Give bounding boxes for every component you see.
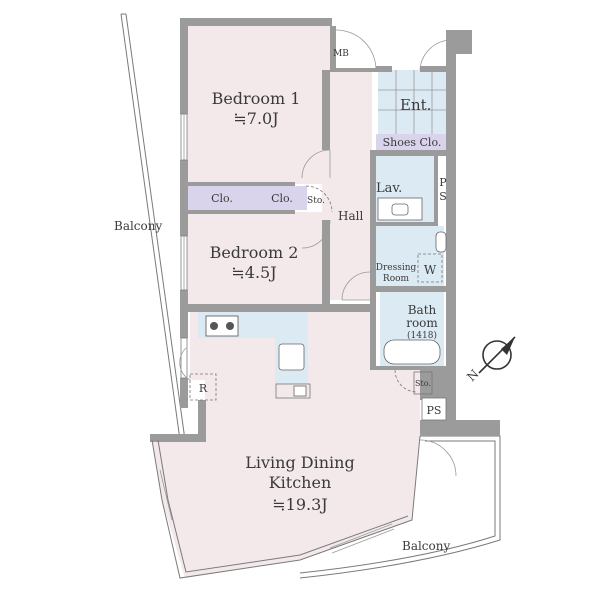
storage-1-label: Sto. <box>307 196 325 206</box>
entrance-floor <box>378 70 446 134</box>
closet-band <box>187 186 307 210</box>
dressing-room-line2: Room <box>383 274 410 284</box>
basin-icon <box>391 203 409 216</box>
bedroom-1-name: Bedroom 1 <box>212 89 301 108</box>
ps-top-label: P <box>439 176 447 189</box>
compass-icon <box>478 336 516 374</box>
stove-icon <box>205 315 239 337</box>
balcony-bottom-label: Balcony <box>402 539 450 553</box>
storage-2-label: Sto. <box>415 379 431 388</box>
meter-box-label: MB <box>333 49 349 59</box>
balcony-bottom-area <box>299 435 501 579</box>
windows-bottom <box>159 469 395 554</box>
lavatory-label: Lav. <box>376 181 402 196</box>
washer-label: W <box>424 263 437 277</box>
ldk-area: ≒19.3J <box>272 495 327 514</box>
ps-top-label-2: S <box>439 190 447 203</box>
lavatory-sink-icon <box>377 197 423 221</box>
hall-floor <box>322 70 372 300</box>
bathroom-line2: room <box>406 316 438 330</box>
bedroom-2-name: Bedroom 2 <box>210 243 299 262</box>
bedroom-2-area: ≒4.5J <box>231 263 276 282</box>
shoes-closet-label: Shoes Clo. <box>383 136 442 149</box>
bathroom-size: (1418) <box>407 330 437 341</box>
bathtub-icon <box>383 339 441 365</box>
balcony-left-area <box>120 13 186 441</box>
shoes-closet-fill <box>376 134 448 150</box>
ldk-floor <box>152 312 420 578</box>
bedroom-1-area: ≒7.0J <box>233 109 278 128</box>
ldk-name-line1: Living Dining <box>245 453 354 472</box>
entrance-tiles <box>378 70 446 134</box>
dishwasher-icon <box>293 385 307 397</box>
bedroom-2-floor <box>187 212 322 306</box>
toilet-icon <box>435 231 447 253</box>
storage-2-box <box>413 371 433 395</box>
dressing-room-line1: Dressing <box>376 263 417 273</box>
washer-box <box>417 253 443 283</box>
bathroom-line1: Bath <box>408 303 437 317</box>
ps-box <box>421 397 447 421</box>
compass-label: N <box>464 367 481 384</box>
ldk-outline <box>151 435 421 579</box>
refrigerator-box <box>189 373 217 401</box>
kitchen-cabinet <box>275 383 311 399</box>
walls <box>150 18 500 442</box>
balcony-left-label: Balcony <box>114 219 162 233</box>
bedroom-1-floor <box>187 26 330 184</box>
kitchen-sink-icon <box>278 343 305 371</box>
hall-label: Hall <box>338 209 363 223</box>
closet-1-label: Clo. <box>211 192 233 205</box>
windows-left <box>180 113 188 379</box>
dressing-room-floor <box>372 226 444 288</box>
refrigerator-label: R <box>199 382 208 395</box>
closet-2-label: Clo. <box>271 192 293 205</box>
door-swings <box>179 29 457 477</box>
ldk-name-line2: Kitchen <box>269 473 332 492</box>
ps-bottom-label: PS <box>427 404 442 417</box>
entrance-label: Ent. <box>400 96 431 114</box>
